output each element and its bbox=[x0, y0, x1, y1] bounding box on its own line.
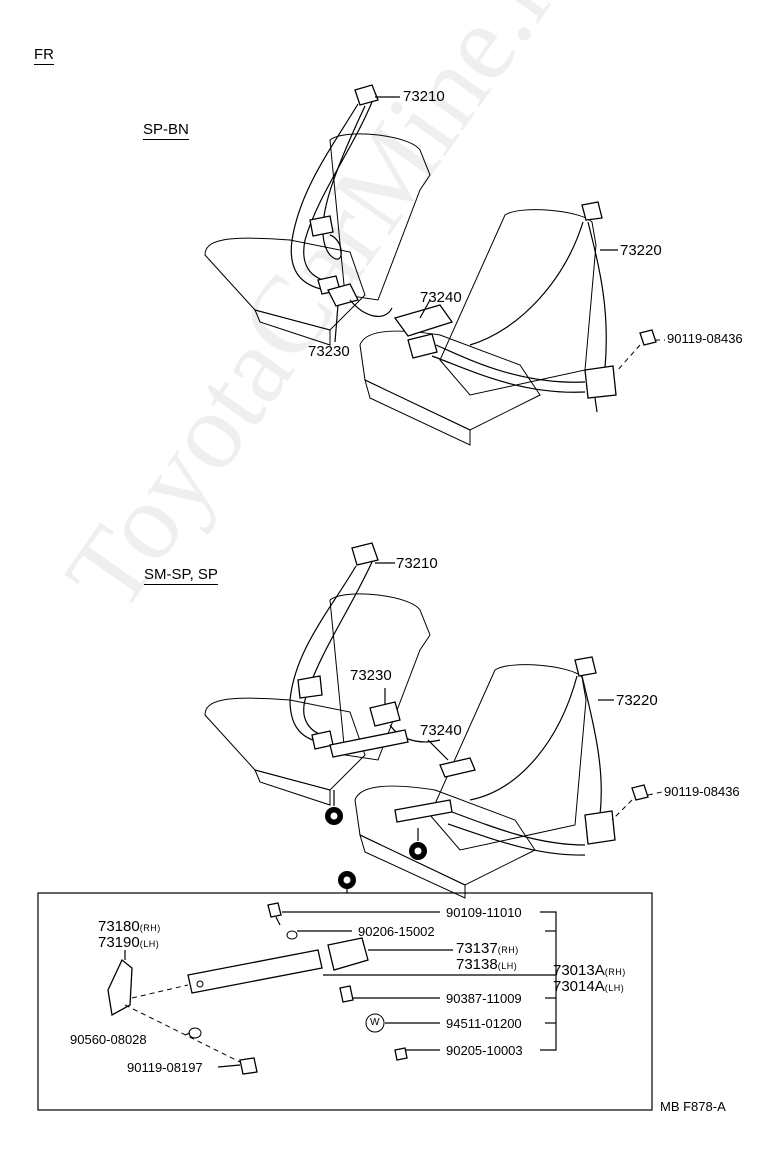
buckle-2 bbox=[329, 701, 586, 856]
belt-left-2 bbox=[289, 542, 379, 750]
part-73190[interactable]: 73190(LH) bbox=[98, 934, 160, 951]
belt-right-2 bbox=[469, 656, 616, 845]
part-73230-s2[interactable]: 73230 bbox=[350, 667, 392, 684]
detail-box bbox=[37, 892, 653, 1111]
wave-washer-mark: W bbox=[370, 1017, 380, 1028]
part-73014a[interactable]: 73014A(LH) bbox=[553, 978, 625, 995]
buckle-1 bbox=[327, 283, 586, 393]
diagram-code: MB F878-A bbox=[660, 1099, 726, 1114]
part-90560-08028[interactable]: 90560-08028 bbox=[70, 1032, 147, 1047]
belt-right-1 bbox=[469, 201, 617, 413]
part-90109-11010[interactable]: 90109-11010 bbox=[446, 905, 522, 920]
part-90119-08197[interactable]: 90119-08197 bbox=[127, 1060, 203, 1075]
part-73180[interactable]: 73180(RH) bbox=[98, 918, 161, 935]
section2-title: SM-SP, SP bbox=[144, 566, 218, 585]
part-73138[interactable]: 73138(LH) bbox=[456, 956, 518, 973]
seat-left-2 bbox=[204, 593, 431, 806]
part-73240-s1[interactable]: 73240 bbox=[420, 289, 462, 306]
part-94511-01200[interactable]: 94511-01200 bbox=[446, 1016, 522, 1031]
part-73013a[interactable]: 73013A(RH) bbox=[553, 962, 626, 979]
part-73210-s1[interactable]: 73210 bbox=[403, 88, 445, 105]
part-73240-s2[interactable]: 73240 bbox=[420, 722, 462, 739]
part-73220-s1[interactable]: 73220 bbox=[620, 242, 662, 259]
section1-title: SP-BN bbox=[143, 121, 189, 140]
seat-left-1 bbox=[204, 133, 431, 346]
part-90205-10003[interactable]: 90205-10003 bbox=[446, 1043, 523, 1058]
part-90387-11009[interactable]: 90387-11009 bbox=[446, 991, 522, 1006]
part-90206-15002[interactable]: 90206-15002 bbox=[358, 924, 435, 939]
part-73210-s2[interactable]: 73210 bbox=[396, 555, 438, 572]
part-73230-s1[interactable]: 73230 bbox=[308, 343, 350, 360]
seat-right-2 bbox=[354, 664, 587, 899]
seat-right-1 bbox=[359, 209, 597, 446]
part-90119-08436-s2[interactable]: 90119-08436 bbox=[664, 784, 740, 799]
part-73137[interactable]: 73137(RH) bbox=[456, 940, 519, 957]
ref-mark bbox=[325, 807, 427, 889]
part-90119-08436-s1[interactable]: 90119-08436 bbox=[667, 331, 743, 346]
detail-parts bbox=[107, 902, 408, 1075]
part-73220-s2[interactable]: 73220 bbox=[616, 692, 658, 709]
direction-label: FR bbox=[34, 46, 54, 65]
